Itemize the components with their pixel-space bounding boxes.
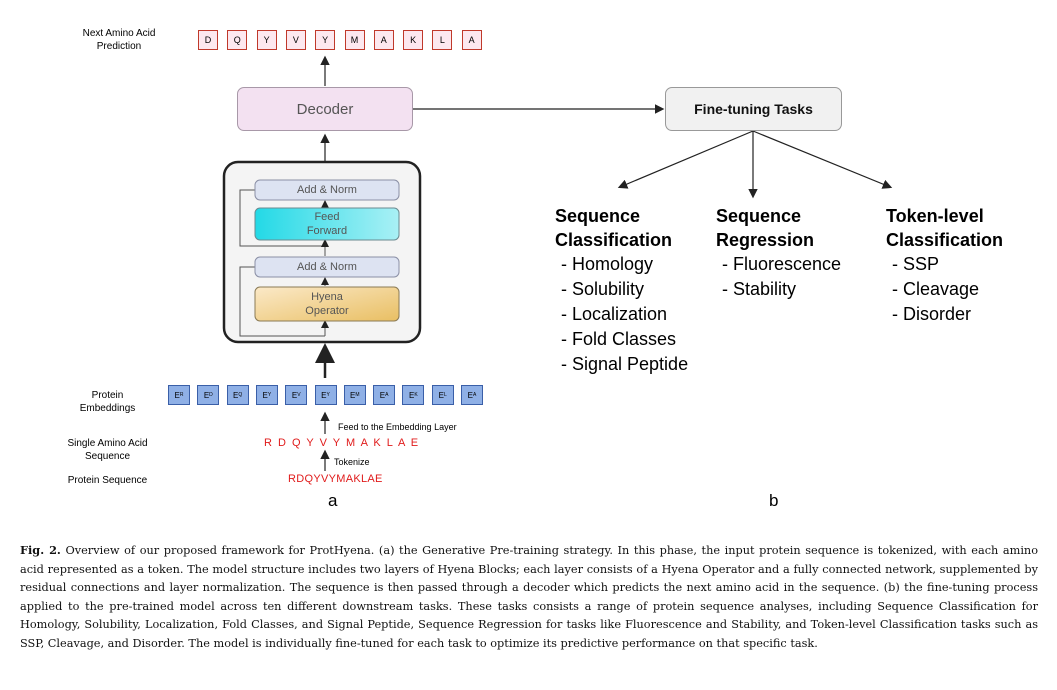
single-amino-acid-sequence: R D Q Y V Y M A K L A E: [264, 437, 420, 449]
add-norm-top: Add & Norm: [297, 184, 357, 196]
predicted-token: M: [344, 30, 365, 50]
decoder-box: Decoder: [237, 87, 413, 131]
task-item: - Fold Classes: [561, 329, 677, 349]
task-list-sequence-classification: - Homology - Solubility - Localization -…: [561, 252, 688, 377]
residual-connection-top: [239, 189, 325, 247]
task-item: - Localization: [561, 304, 668, 324]
predicted-token: Y: [256, 30, 277, 50]
task-item: - Signal Peptide: [561, 354, 689, 374]
arrow-to-token-classification: [752, 130, 893, 189]
task-title-sequence-regression: Sequence Regression: [716, 206, 815, 250]
task-item: - Cleavage: [892, 279, 980, 299]
predicted-token: A: [373, 30, 394, 50]
caption-label: Fig. 2.: [20, 543, 61, 557]
task-item: - Disorder: [892, 304, 972, 324]
task-item: - Fluorescence: [722, 254, 842, 274]
task-list-token-classification: - SSP - Cleavage - Disorder: [892, 252, 979, 327]
predicted-token: Q: [227, 30, 248, 50]
finetuning-tasks-box: Fine-tuning Tasks: [665, 87, 842, 131]
task-title-token-classification: Token-level Classification: [886, 206, 1004, 250]
next-amino-acid-label: Next Amino Acid Prediction: [82, 28, 156, 52]
add-norm-bottom: Add & Norm: [297, 261, 357, 273]
task-item: - Solubility: [561, 279, 645, 299]
panel-label-a: a: [328, 491, 338, 510]
feed-forward-box: Feed Forward: [306, 211, 348, 237]
task-item: - Homology: [561, 254, 654, 274]
panel-label-b: b: [769, 491, 779, 510]
protein-sequence-label: Protein Sequence: [67, 475, 148, 486]
task-item: - SSP: [892, 254, 940, 274]
task-item: - Stability: [722, 279, 797, 299]
predicted-token: Y: [315, 30, 336, 50]
diagram-arrows: [222, 55, 893, 471]
feed-embedding-label: Feed to the Embedding Layer: [338, 422, 457, 432]
tokenize-label: Tokenize: [334, 457, 370, 467]
single-amino-acid-label: Single Amino Acid Sequence: [67, 438, 148, 462]
protein-embeddings-label: Protein Embeddings: [79, 390, 136, 414]
predicted-token: V: [285, 30, 306, 50]
task-title-sequence-classification: Sequence Classification: [555, 206, 673, 250]
predicted-token: L: [432, 30, 453, 50]
residual-connection-bottom: [239, 266, 325, 337]
predicted-token: A: [461, 30, 482, 50]
figure-caption: Fig. 2. Overview of our proposed framewo…: [20, 541, 1038, 653]
arrow-to-seq-classification: [617, 130, 754, 189]
task-list-sequence-regression: - Fluorescence - Stability: [722, 252, 841, 302]
caption-text: Overview of our proposed framework for P…: [20, 544, 1039, 650]
hyena-operator-box: Hyena Operator: [305, 291, 349, 317]
predicted-token: D: [198, 30, 218, 50]
protein-sequence: RDQYVYMAKLAE: [288, 473, 383, 485]
predicted-token: K: [403, 30, 424, 50]
